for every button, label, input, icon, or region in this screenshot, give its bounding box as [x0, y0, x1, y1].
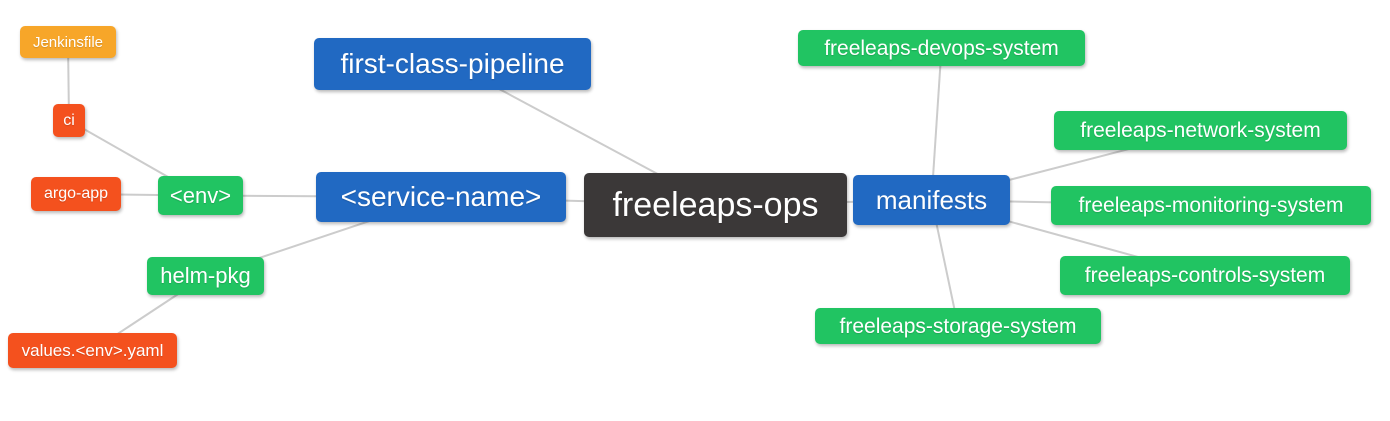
node-env[interactable]: <env> [158, 176, 243, 215]
node-freeleaps-monitoring-system[interactable]: freeleaps-monitoring-system [1051, 186, 1371, 225]
node-manifests[interactable]: manifests [853, 175, 1010, 225]
node-service-name[interactable]: <service-name> [316, 172, 566, 222]
node-jenkinsfile[interactable]: Jenkinsfile [20, 26, 116, 58]
node-freeleaps-storage-system[interactable]: freeleaps-storage-system [815, 308, 1101, 344]
node-freeleaps-devops-system[interactable]: freeleaps-devops-system [798, 30, 1085, 66]
node-argo-app[interactable]: argo-app [31, 177, 121, 211]
node-first-class-pipeline[interactable]: first-class-pipeline [314, 38, 591, 90]
node-freeleaps-ops[interactable]: freeleaps-ops [584, 173, 847, 237]
node-helm-pkg[interactable]: helm-pkg [147, 257, 264, 295]
node-values-env-yaml[interactable]: values.<env>.yaml [8, 333, 177, 368]
node-ci[interactable]: ci [53, 104, 85, 137]
node-freeleaps-controls-system[interactable]: freeleaps-controls-system [1060, 256, 1350, 295]
node-freeleaps-network-system[interactable]: freeleaps-network-system [1054, 111, 1347, 150]
